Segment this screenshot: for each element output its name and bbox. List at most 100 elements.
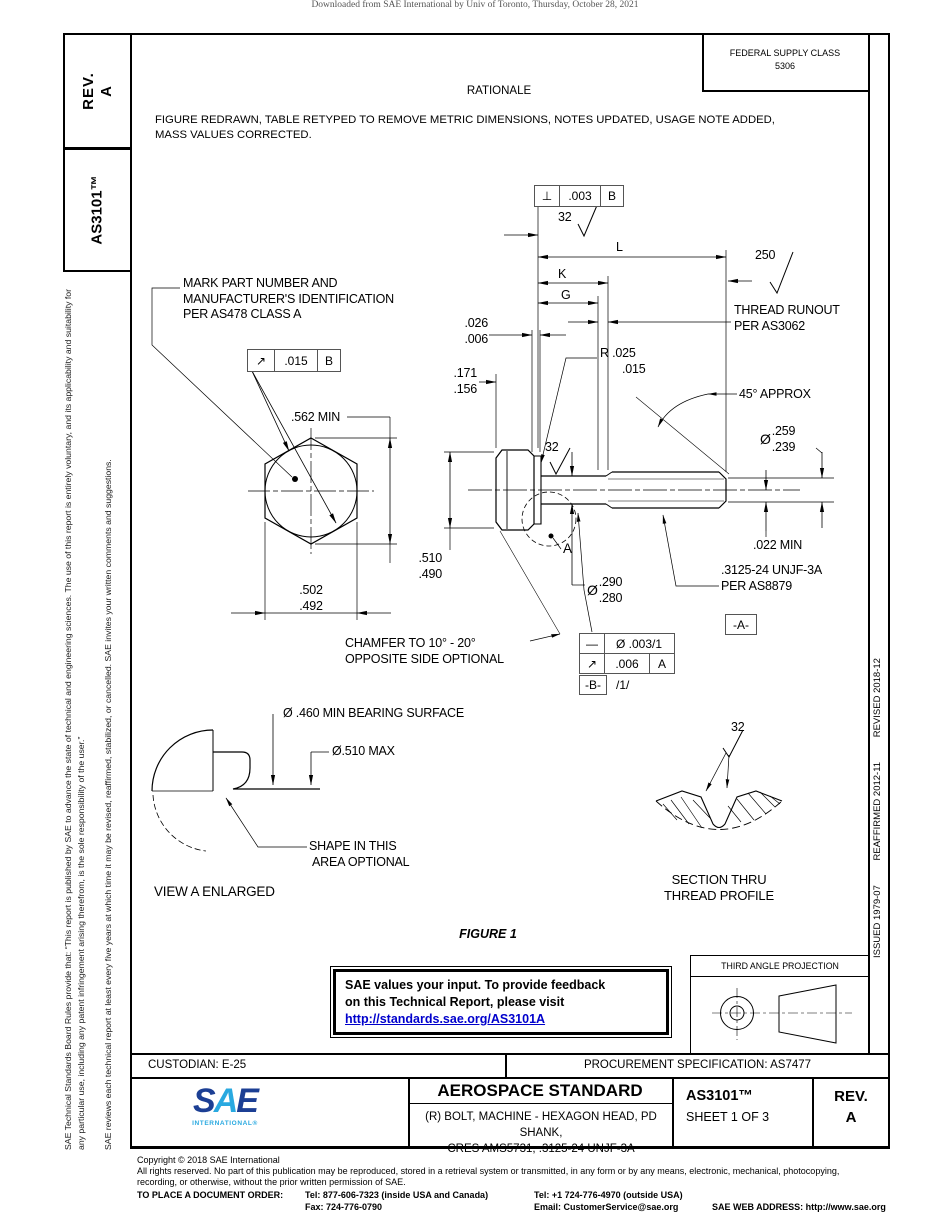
logo-letter-a: A [213,1082,239,1120]
section-label-line2: THREAD PROFILE [664,887,774,903]
custodian: CUSTODIAN: E-25 [148,1059,247,1071]
shape-note-line2: AREA OPTIONAL [312,854,410,869]
thread-runout-line1: THREAD RUNOUT [734,303,840,317]
federal-supply-class-value: 5306 [774,61,796,71]
sidebar-rev-value: A [97,85,115,97]
standard-type-title: AEROSPACE STANDARD [437,1081,643,1100]
fcf-runout-015: ↗ .015 B [247,349,341,372]
thread-runout-line2: PER AS3062 [734,318,805,333]
dim-510-max: Ø.510 MAX [332,744,395,758]
doc-subtitle-line2: CRES AMS5731, .3125-24 UNJF-3A [447,1143,635,1155]
dim-510: .510 [418,551,442,565]
issued-date: ISSUED 1979-07 [872,885,883,958]
mark-note-line2: MANUFACTURER'S IDENTIFICATION [183,291,394,306]
frame-left [130,33,132,1148]
custodian-divider [505,1053,507,1077]
email: Email: CustomerService@sae.org [534,1202,679,1212]
chamfer-note-line2: OPPOSITE SIDE OPTIONAL [345,651,504,666]
thread-spec-line1: .3125-24 UNJF-3A [721,563,823,577]
sae-logo: SAE INTERNATIONAL® [185,1084,265,1127]
titleblock-top [130,1077,890,1079]
copyright: Copyright © 2018 SAE International [137,1155,280,1165]
fcf-runout-006: ↗ .006 A [579,653,675,674]
dim-026: .026 [464,316,488,330]
logo-letter-s: S [193,1082,216,1120]
fcf-006-value: .006 [605,654,650,673]
tel-outside: Tel: +1 724-776-4970 (outside USA) [534,1190,683,1200]
runout-symbol-icon: ↗ [248,350,275,371]
fcf-straightness-value: Ø .003/1 [615,636,663,651]
fcf-note: /1/ [616,678,630,692]
dim-171: .171 [453,366,477,380]
mark-note-line3: PER AS478 CLASS A [183,307,302,321]
fsc-box-bottom [702,90,868,92]
fcf-015-datum: B [324,353,333,368]
surface-32-top: 32 [558,210,572,224]
rights-line1: All rights reserved. No part of this pub… [137,1166,840,1176]
doc-number: AS3101™ [686,1088,753,1104]
rev-label: REV. [834,1088,868,1105]
revised-date: REVISED 2018-12 [872,658,883,738]
procurement-spec: PROCUREMENT SPECIFICATION: AS7477 [583,1059,812,1071]
dim-L: L [616,240,623,254]
sheet-number: SHEET 1 OF 3 [686,1110,770,1124]
doc-subtitle-line1: (R) BOLT, MACHINE - HEXAGON HEAD, PD SHA… [425,1111,657,1139]
frame-top [130,33,890,35]
fcf-003-datum: B [607,189,616,203]
fcf-006-datum: A [657,656,666,671]
feedback-line2: on this Technical Report, please visit [345,995,565,1009]
rationale-title: RATIONALE [466,85,532,97]
titleblock-div1 [408,1077,410,1147]
surface-250: 250 [755,248,776,262]
dim-259: .259 [771,424,796,438]
surface-32-section: 32 [731,720,745,734]
diameter-symbol-icon: Ø [760,430,771,447]
datum-b-flag: -B- [579,675,607,695]
radius-015: .015 [622,361,646,376]
sidebar-rev-box: REV. A [63,33,132,149]
surface-finish-32-icon [577,202,599,238]
fcf-perp-003: ⊥ .003 B [534,185,624,207]
titleblock-div3 [812,1077,814,1147]
figure-title: FIGURE 1 [459,927,517,941]
dim-280: .280 [598,590,623,605]
bearing-surface-note: Ø .460 MIN BEARING SURFACE [283,706,464,720]
projection-box: THIRD ANGLE PROJECTION [690,955,870,1055]
dim-K: K [558,267,567,281]
dim-502: .502 [299,583,323,597]
perpendicularity-symbol-icon: ⊥ [535,186,560,206]
sidebar-doc-number: AS3101™ [88,175,106,245]
sidebar-doc-box: AS3101™ [63,148,132,272]
feedback-link[interactable]: http://standards.sae.org/AS3101A [345,1012,546,1026]
tel-inside: Tel: 877-606-7323 (inside USA and Canada… [305,1190,489,1200]
mark-note-line1: MARK PART NUMBER AND [183,276,338,290]
logo-subtext: INTERNATIONAL® [192,1120,258,1127]
dim-492: .492 [299,598,323,613]
runout-symbol-icon: ↗ [580,654,605,673]
fcf-stack: — Ø .003/1 ↗ .006 A -B- /1/ [579,633,675,695]
sidebar-rev-label: REV. [79,72,97,110]
rev-value: A [845,1109,857,1126]
reaffirmed-date: REAFFIRMED 2012-11 [872,761,883,861]
chamfer-note-line1: CHAMFER TO 10° - 20° [345,636,476,650]
dim-562-min: .562 MIN [291,410,341,424]
custodian-row-top [130,1053,890,1055]
revision-strip-line [868,33,870,1053]
web-address: SAE WEB ADDRESS: http://www.sae.org [712,1202,886,1212]
fax: Fax: 724-776-0790 [305,1202,383,1212]
radius-025: R .025 [600,346,636,360]
view-a-callout: A [563,541,572,556]
feedback-line1: SAE values your input. To provide feedba… [345,978,606,992]
datum-a-flag: -A- [725,614,757,635]
dim-G: G [561,288,571,302]
dim-006: .006 [464,331,488,346]
fcf-003-value: .003 [560,186,601,206]
order-label: TO PLACE A DOCUMENT ORDER: [137,1190,284,1200]
surface-32-shank: 32 [545,440,559,454]
legal-paragraph-1: SAE Technical Standards Board Rules prov… [63,288,86,1150]
legal-paragraph-2: SAE reviews each technical report at lea… [103,459,113,1150]
federal-supply-class-label: FEDERAL SUPPLY CLASS [729,48,841,58]
fcf-straightness: — Ø .003/1 [579,633,675,654]
logo-letter-e: E [236,1082,259,1120]
section-label-line1: SECTION THRU [671,872,767,887]
